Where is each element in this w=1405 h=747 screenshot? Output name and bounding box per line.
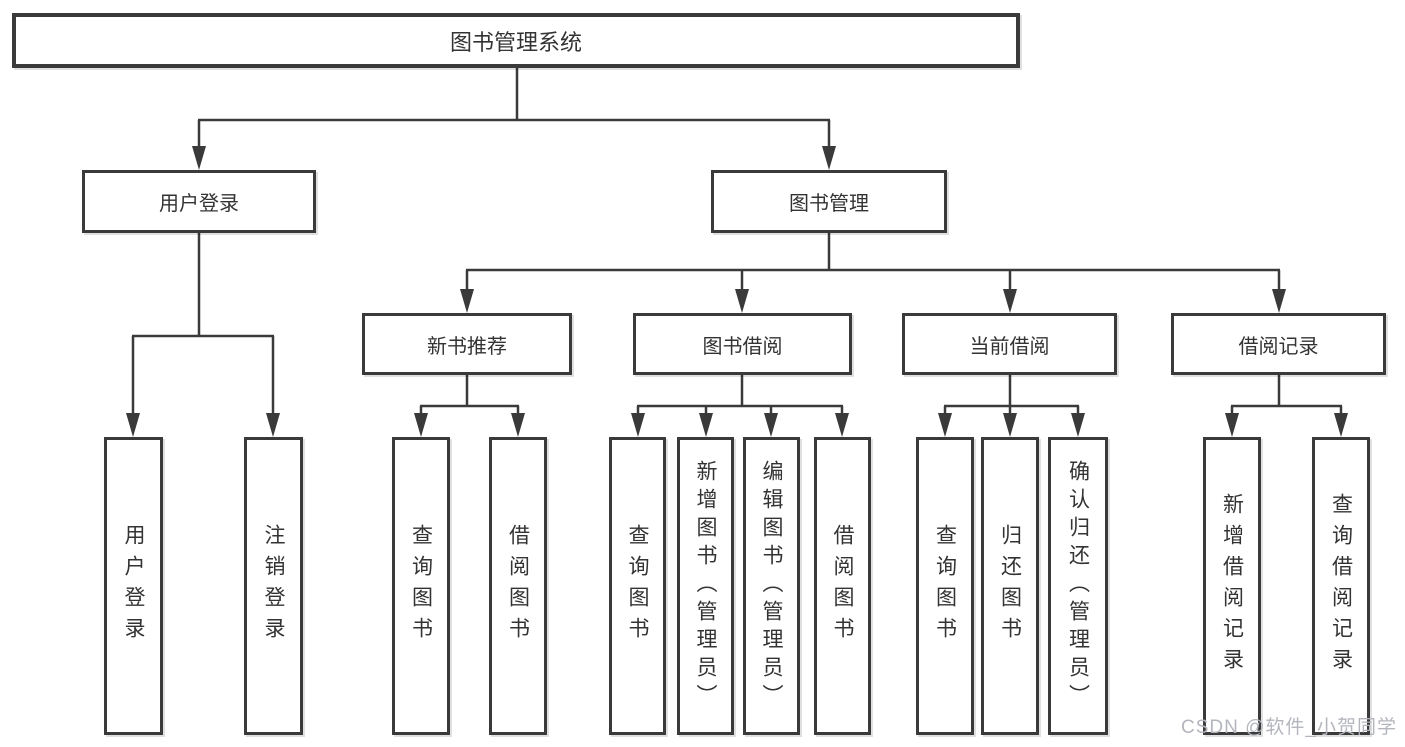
node-label: 借阅记录 bbox=[1238, 335, 1319, 358]
node-book-borrow: 图书借阅 bbox=[633, 313, 852, 375]
leaf-edit-books-admin: 编辑图书（管理员） bbox=[743, 437, 800, 735]
leaf-query-books-recommend: 查询图书 bbox=[392, 437, 450, 735]
node-book-management: 图书管理 bbox=[711, 170, 947, 233]
node-new-book-recommend: 新书推荐 bbox=[362, 313, 572, 375]
leaf-query-books-current: 查询图书 bbox=[916, 437, 974, 735]
node-root-system: 图书管理系统 bbox=[12, 13, 1020, 68]
leaf-borrow-books-recommend: 借阅图书 bbox=[489, 437, 547, 735]
node-label: 查询图书 bbox=[933, 524, 957, 648]
node-label: 查询图书 bbox=[626, 524, 649, 648]
arrowheads bbox=[126, 146, 1348, 437]
node-label: 借阅图书 bbox=[831, 524, 854, 648]
node-label: 注销登录 bbox=[262, 524, 285, 648]
leaf-confirm-return-admin: 确认归还（管理员） bbox=[1048, 437, 1108, 735]
node-label: 归还图书 bbox=[998, 524, 1022, 648]
leaf-return-books: 归还图书 bbox=[981, 437, 1039, 735]
node-label: 查询借阅记录 bbox=[1329, 493, 1353, 679]
leaf-borrow-books: 借阅图书 bbox=[814, 437, 871, 735]
node-label: 新增图书（管理员） bbox=[694, 460, 717, 712]
node-borrow-record: 借阅记录 bbox=[1171, 313, 1386, 375]
node-label: 图书借阅 bbox=[702, 335, 783, 358]
leaf-add-borrow-record: 新增借阅记录 bbox=[1203, 437, 1261, 735]
node-label: 用户登录 bbox=[159, 193, 239, 215]
leaf-add-books-admin: 新增图书（管理员） bbox=[677, 437, 734, 735]
node-label: 当前借阅 bbox=[969, 335, 1050, 358]
connector-lines bbox=[131, 68, 1343, 417]
leaf-user-login: 用户登录 bbox=[104, 437, 163, 735]
node-label: 用户登录 bbox=[122, 524, 145, 648]
leaf-query-borrow-record: 查询借阅记录 bbox=[1312, 437, 1370, 735]
node-label: 新书推荐 bbox=[427, 335, 507, 358]
node-user-login: 用户登录 bbox=[82, 170, 316, 233]
node-current-borrow: 当前借阅 bbox=[902, 313, 1117, 375]
node-label: 图书管理 bbox=[789, 193, 869, 215]
leaf-query-books-borrow: 查询图书 bbox=[609, 437, 666, 735]
node-label: 查询图书 bbox=[409, 524, 433, 648]
node-label: 编辑图书（管理员） bbox=[760, 460, 783, 712]
csdn-watermark: CSDN @软件_小贺同学 bbox=[1181, 717, 1397, 738]
node-label: 借阅图书 bbox=[506, 524, 530, 648]
node-label: 确认归还（管理员） bbox=[1066, 460, 1090, 712]
node-label: 新增借阅记录 bbox=[1220, 493, 1244, 679]
node-label: 图书管理系统 bbox=[449, 29, 582, 55]
leaf-logout: 注销登录 bbox=[244, 437, 303, 735]
